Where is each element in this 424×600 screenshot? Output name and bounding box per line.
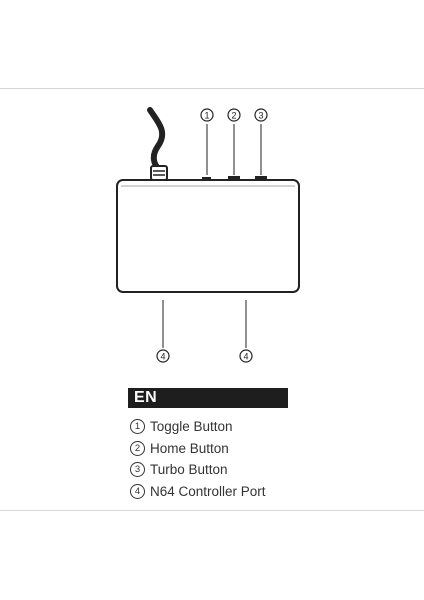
callout-2-number: 2 xyxy=(231,111,236,121)
callout-4-left-number: 4 xyxy=(160,352,165,362)
legend-item: 4 N64 Controller Port xyxy=(130,481,266,503)
legend-label: Turbo Button xyxy=(150,462,228,478)
legend-item: 2 Home Button xyxy=(130,438,266,460)
language-label: EN xyxy=(134,389,158,406)
language-header-bar: EN xyxy=(128,388,288,408)
legend-number: 2 xyxy=(130,440,145,456)
cable xyxy=(147,107,166,171)
legend-number: 4 xyxy=(130,483,145,499)
callout-1: 1 xyxy=(200,108,214,122)
legend-label: Toggle Button xyxy=(150,419,233,435)
turbo-button-shape xyxy=(255,176,267,181)
callout-3: 3 xyxy=(254,108,268,122)
callout-4-right: 4 xyxy=(239,349,253,363)
frame-bottom-line xyxy=(0,510,424,511)
device-body xyxy=(116,179,300,293)
callout-1-number: 1 xyxy=(204,111,209,121)
legend-label: N64 Controller Port xyxy=(150,483,266,499)
callout-3-number: 3 xyxy=(258,111,263,121)
callout-4-left: 4 xyxy=(156,349,170,363)
legend-number: 1 xyxy=(130,419,145,435)
callout-4-right-number: 4 xyxy=(243,352,248,362)
cable-connector xyxy=(150,165,168,181)
legend-list: 1 Toggle Button 2 Home Button 3 Turbo Bu… xyxy=(130,416,266,502)
frame-top-line xyxy=(0,88,424,89)
legend-item: 3 Turbo Button xyxy=(130,459,266,481)
legend-item: 1 Toggle Button xyxy=(130,416,266,438)
legend-number: 3 xyxy=(130,462,145,478)
home-button-shape xyxy=(228,176,240,181)
legend-label: Home Button xyxy=(150,440,229,456)
callout-2: 2 xyxy=(227,108,241,122)
